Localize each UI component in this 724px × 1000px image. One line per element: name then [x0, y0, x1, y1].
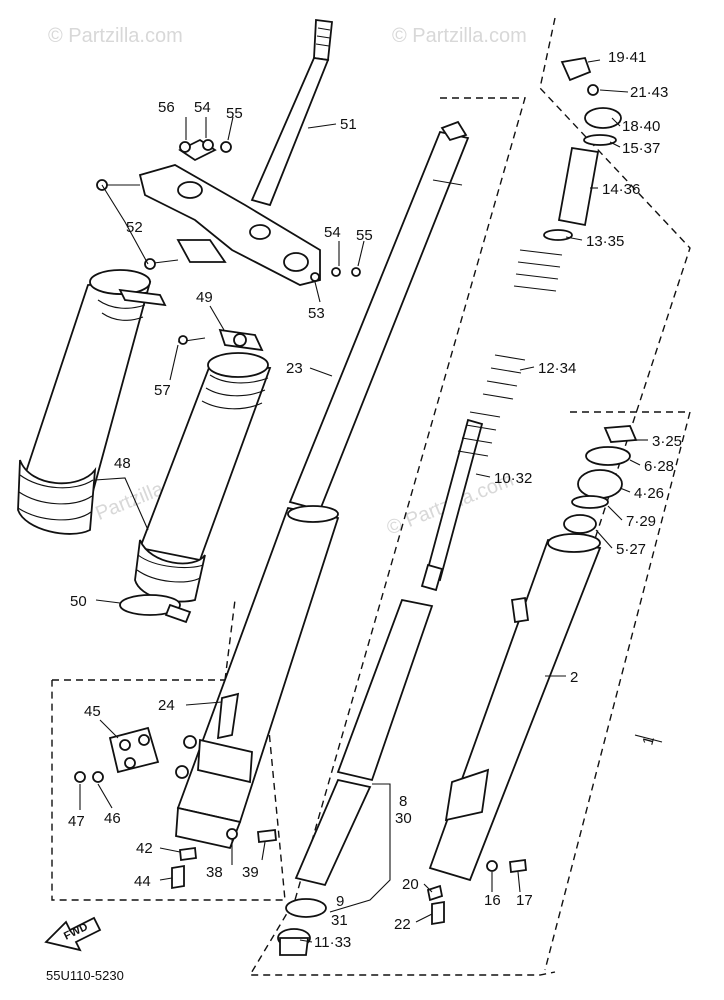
- boot-band: [119, 594, 192, 624]
- top-cap-parts: [543, 56, 622, 241]
- callout-54: 54: [194, 99, 211, 116]
- seal-stack: [563, 425, 638, 534]
- callout-labels: 19·41 21·43 18·40 15·37 14·36 13·35 12·3…: [68, 49, 682, 951]
- assembly-boundaries: [51, 17, 691, 976]
- bracket-link: [224, 599, 236, 681]
- steering-stem: [250, 18, 333, 207]
- callout-39: 39: [242, 864, 259, 881]
- callout-14-36: 14·36: [602, 181, 640, 198]
- outer-tube-left: [175, 505, 340, 850]
- callout-50: 50: [70, 593, 87, 610]
- callout-13-35: 13·35: [586, 233, 624, 250]
- outer-tube-boundary: [544, 411, 691, 971]
- callout-21-43: 21·43: [630, 84, 668, 101]
- callout-38: 38: [206, 864, 223, 881]
- outer-tube-right: [426, 533, 602, 926]
- callout-19-41: 19·41: [608, 49, 646, 66]
- callout-5-27: 5·27: [616, 541, 646, 558]
- caliper-bracket-boundary: [51, 679, 286, 901]
- fork-boot-right: [134, 352, 272, 603]
- caliper-bracket: [74, 726, 277, 890]
- watermark-text: © Partzilla.com: [48, 25, 183, 47]
- callout-10-32: 10·32: [494, 470, 532, 487]
- callout-3-25: 3·25: [652, 433, 682, 450]
- callout-20: 20: [402, 876, 419, 893]
- callout-7-29: 7·29: [626, 513, 656, 530]
- leader-lines: [79, 59, 663, 943]
- callout-52: 52: [126, 219, 143, 236]
- callout-2: 2: [570, 669, 578, 686]
- callout-23: 23: [286, 360, 303, 377]
- callout-16: 16: [484, 892, 501, 909]
- callout-12-34: 12·34: [538, 360, 576, 377]
- callout-53: 53: [308, 305, 325, 322]
- callout-15-37: 15·37: [622, 140, 660, 157]
- callout-18-40: 18·40: [622, 118, 660, 135]
- callout-46: 46: [104, 810, 121, 827]
- callout-24: 24: [158, 697, 175, 714]
- callout-57: 57: [154, 382, 171, 399]
- callout-49: 49: [196, 289, 213, 306]
- under-bracket: [96, 138, 361, 286]
- callout-31: 31: [331, 912, 348, 929]
- fork-boot-left: [17, 269, 167, 535]
- callout-42: 42: [136, 840, 153, 857]
- callout-48: 48: [114, 455, 131, 472]
- fork-springs: [457, 249, 563, 457]
- drawing-code: 55U110-5230: [46, 968, 124, 983]
- callout-9: 9: [336, 893, 344, 910]
- damper-rod: [420, 418, 484, 592]
- callout-56: 56: [158, 99, 175, 116]
- callout-6-28: 6·28: [644, 458, 674, 475]
- callout-55: 55: [226, 105, 243, 122]
- forward-direction-arrow: FWD: [44, 916, 102, 952]
- right-fork-boundary: [539, 17, 691, 601]
- inner-tube-right: [277, 598, 434, 956]
- left-fork-boundary: [248, 97, 556, 976]
- callout-45: 45: [84, 703, 101, 720]
- callout-1: 1: [639, 735, 658, 747]
- callout-44: 44: [134, 873, 151, 890]
- callout-17: 17: [516, 892, 533, 909]
- callout-4-26: 4·26: [634, 485, 664, 502]
- callout-51: 51: [340, 116, 357, 133]
- cable-guide-clamp: [177, 328, 264, 352]
- callout-8: 8: [399, 793, 407, 810]
- watermark-text: © Partzilla.com: [392, 25, 527, 47]
- callout-55: 55: [356, 227, 373, 244]
- callout-30: 30: [395, 810, 412, 827]
- callout-22: 22: [394, 916, 411, 933]
- callout-54: 54: [324, 224, 341, 241]
- callout-11-33: 11·33: [314, 934, 351, 951]
- callout-47: 47: [68, 813, 85, 830]
